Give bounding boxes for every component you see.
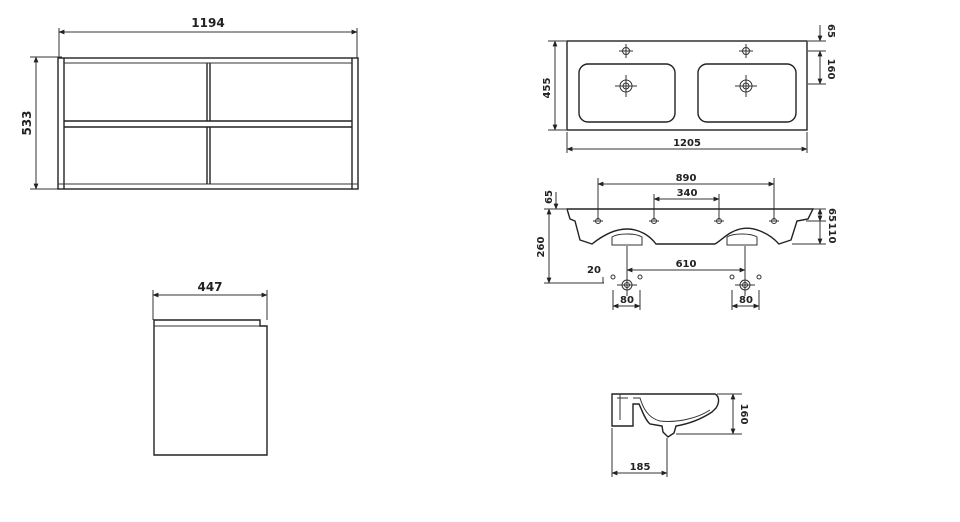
bowl-height-label: 110 <box>826 223 837 244</box>
cabinet-outline <box>57 57 359 190</box>
drain-offset-label: 20 <box>587 265 601 276</box>
inner-spacing-label: 340 <box>677 188 698 199</box>
right-bowl <box>697 63 797 123</box>
drain-spacing-label: 610 <box>676 259 697 270</box>
cabinet-depth-label: 447 <box>197 280 222 294</box>
basin-side-section: 160 185 <box>611 393 749 477</box>
cabinet-side-outline <box>153 319 268 456</box>
basin-side-outline <box>611 393 720 438</box>
overall-spacing-label: 890 <box>676 173 697 184</box>
cabinet-height-label: 533 <box>20 110 34 135</box>
side-height-label: 160 <box>738 404 749 425</box>
basin-front-view: 890 340 65 260 65 110 610 <box>536 173 837 310</box>
right-tap-hole-icon <box>739 44 753 58</box>
bowl-depth-label: 160 <box>825 59 836 80</box>
left-waste-outlet <box>611 233 643 246</box>
right-waste-outlet <box>726 233 758 246</box>
tap-hole-marker-icon <box>714 218 724 224</box>
cabinet-width-label: 1194 <box>191 16 224 30</box>
right-drain-fixing-icon <box>729 274 762 291</box>
tap-hole-marker-icon <box>593 218 603 224</box>
rim-height-label: 65 <box>826 208 837 222</box>
basin-top-outline <box>566 40 808 131</box>
basin-depth-label: 455 <box>542 78 553 99</box>
top-offset-label: 65 <box>544 190 555 204</box>
left-drain-width-label: 80 <box>620 295 634 306</box>
basin-top-view: 455 1205 65 160 <box>542 24 836 153</box>
side-depth-label: 185 <box>630 462 651 473</box>
tap-hole-marker-icon <box>769 218 779 224</box>
overall-height-label: 260 <box>536 237 547 258</box>
left-tap-hole-icon <box>619 44 633 58</box>
tap-offset-label: 65 <box>825 24 836 38</box>
tap-hole-marker-icon <box>649 218 659 224</box>
basin-width-label: 1205 <box>673 138 701 149</box>
left-drain-fixing-icon <box>610 274 643 291</box>
right-drain-width-label: 80 <box>739 295 753 306</box>
left-drain-icon <box>615 75 637 97</box>
right-drain-icon <box>735 75 757 97</box>
cabinet-side-view: 447 <box>152 280 268 456</box>
left-bowl <box>578 63 676 123</box>
basin-front-profile <box>566 208 815 245</box>
cabinet-front-view: 1194 533 <box>20 16 359 190</box>
